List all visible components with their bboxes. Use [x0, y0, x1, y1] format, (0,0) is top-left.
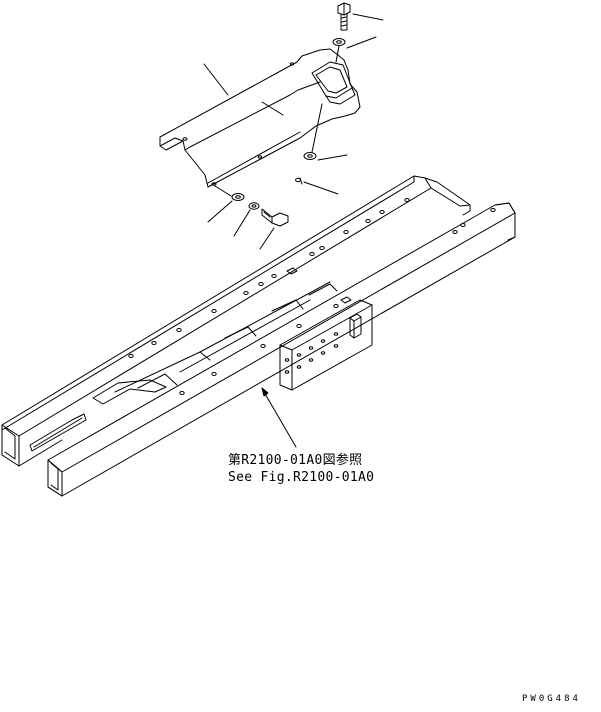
lower-washer-1 [207, 193, 245, 223]
drawing-code: PW0G484 [522, 694, 581, 704]
cover-leader-line [203, 63, 229, 96]
pin [295, 177, 339, 195]
track-frame [1, 175, 516, 497]
lower-washer-2 [233, 202, 260, 237]
reference-note-english: See Fig.R2100-01A0 [228, 470, 375, 485]
reference-note-japanese: 第R2100-01A0図参照 [228, 453, 363, 468]
mounting-plate [279, 299, 373, 391]
lower-bolt [259, 208, 289, 250]
reference-leader-arrow [261, 387, 297, 448]
top-bolt [337, 2, 384, 31]
cover-plate [159, 48, 361, 188]
mid-washer [303, 103, 348, 161]
top-washer [332, 36, 377, 63]
reference-note: 第R2100-01A0図参照 See Fig.R2100-01A0 [228, 452, 374, 486]
